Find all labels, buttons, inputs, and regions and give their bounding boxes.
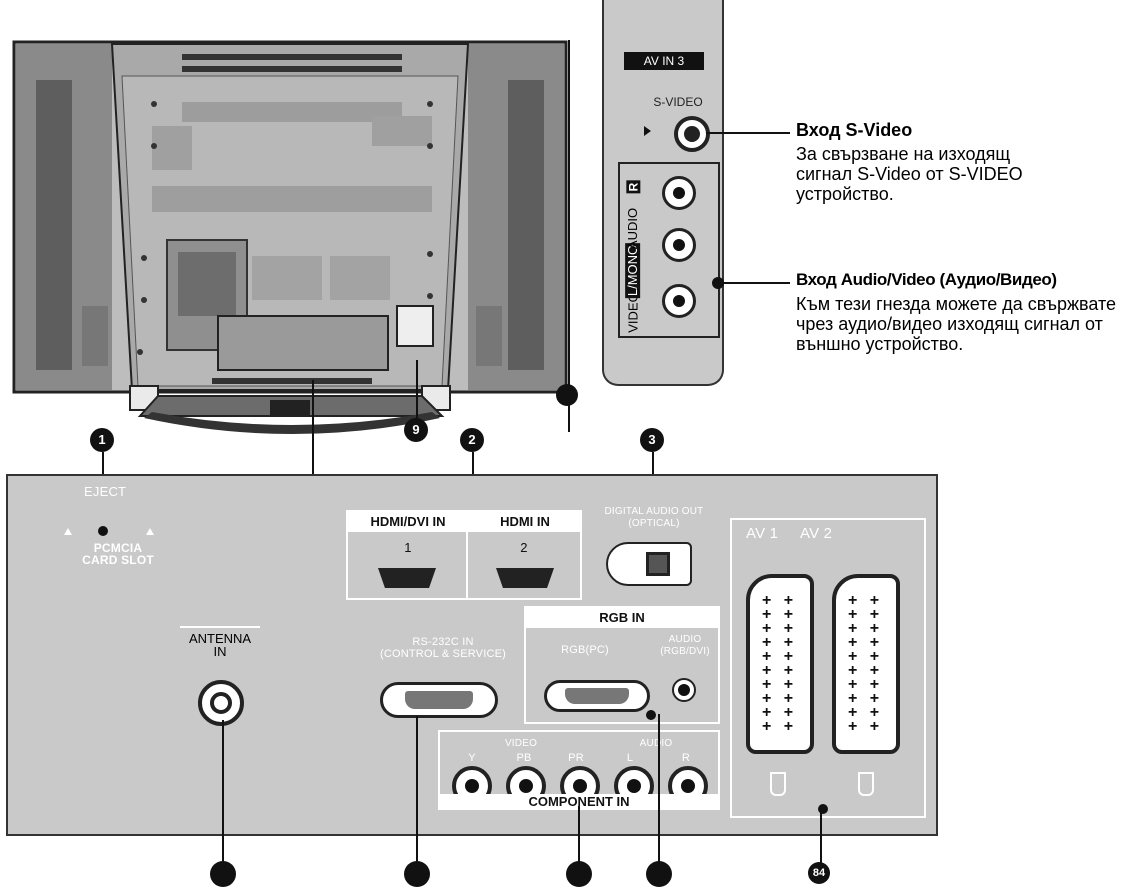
marker-2: 2 <box>460 428 484 452</box>
hdmi-2-number: 2 <box>520 540 528 555</box>
eject-label: EJECT <box>84 484 127 499</box>
antenna-in-label: ANTENNA IN <box>188 631 252 659</box>
rear-connector-panel: EJECT PCMCIA CARD SLOT HDMI/DVI IN HDMI … <box>6 474 938 836</box>
hdmi-block: HDMI/DVI IN HDMI IN 1 2 <box>346 510 582 600</box>
component-video-label: VIDEO <box>504 738 538 749</box>
audio-l-mono-jack-icon[interactable] <box>662 228 696 262</box>
tv-to-rear-line <box>312 380 314 476</box>
pr-label: PR <box>568 752 584 764</box>
pcmcia-left-arrow-icon <box>64 528 72 535</box>
pb-label: PB <box>516 752 532 764</box>
component-in-bar: COMPONENT IN <box>438 794 720 810</box>
av1-plug-icon <box>770 772 786 796</box>
antenna-jack-icon[interactable] <box>198 680 244 726</box>
s-video-callout-text: За свързване на изходящ сигнал S-Video о… <box>796 144 1023 204</box>
antenna-pointer-line <box>222 720 224 868</box>
marker-3: 3 <box>640 428 664 452</box>
scart-pointer-line <box>820 810 822 866</box>
tv-back-drawing <box>12 40 568 434</box>
component-audio-label: AUDIO <box>639 738 673 749</box>
s-video-callout-title: Вход S-Video <box>796 120 913 140</box>
s-video-callout-line <box>706 132 790 134</box>
hdmi-in-label: HDMI IN <box>500 514 550 529</box>
scart-av1-port-icon[interactable]: + ++ ++ ++ ++ ++ ++ ++ ++ ++ + <box>746 574 814 754</box>
audio-rgb-dvi-label: AUDIO (RGB/DVI) <box>660 634 710 657</box>
rgb-pc-port-icon[interactable] <box>544 680 650 712</box>
av-vertical-labels: VIDEO L/MONO AUDIO R <box>622 166 644 334</box>
digital-audio-out-label: DIGITAL AUDIO OUT (OPTICAL) <box>604 506 704 529</box>
pcmcia-right-arrow-icon <box>146 528 154 535</box>
rs232c-label: RS-232C IN (CONTROL & SERVICE) <box>379 636 507 660</box>
rgb-pc-label: RGB(PC) <box>561 644 609 656</box>
optical-port-housing <box>606 542 692 586</box>
l-mono-vertical-label: L/MONO <box>625 242 641 299</box>
rgb-audio-pointer-line <box>658 714 660 868</box>
optical-port-icon[interactable] <box>646 552 670 576</box>
pcmcia-label: PCMCIA CARD SLOT <box>82 541 154 567</box>
av-in-3-label: AV IN 3 <box>624 52 704 70</box>
r-vertical-label: R <box>625 180 640 193</box>
video-vertical-label: VIDEO <box>625 292 641 334</box>
av-jacks-frame <box>618 162 720 338</box>
bottom-dot-component <box>566 861 592 887</box>
bottom-dot-antenna <box>210 861 236 887</box>
marker-9-line <box>416 360 418 418</box>
tv-back-illustration <box>12 40 568 440</box>
marker-1: 1 <box>90 428 114 452</box>
component-in-label: COMPONENT IN <box>528 794 630 809</box>
l-label: L <box>626 752 634 764</box>
r-label: R <box>681 752 691 764</box>
video-jack-icon[interactable] <box>662 284 696 318</box>
audio-vertical-label: AUDIO <box>625 207 641 249</box>
pcmcia-pointer-dot <box>98 526 108 536</box>
scart-block: AV 1 AV 2 + ++ ++ ++ ++ ++ ++ ++ ++ ++ +… <box>730 518 926 818</box>
hdmi-dvi-in-label: HDMI/DVI IN <box>370 514 446 529</box>
side-panel-pointer-dot <box>556 384 578 406</box>
scart-av2-port-icon[interactable]: + ++ ++ ++ ++ ++ ++ ++ ++ ++ + <box>832 574 900 754</box>
bottom-dot-rs232c <box>404 861 430 887</box>
av-callout-text: Към тези гнезда можете да свържвате чрез… <box>796 294 1117 354</box>
rs232c-port-icon[interactable] <box>380 682 498 718</box>
av-callout-dot <box>712 277 724 289</box>
audio-r-jack-icon[interactable] <box>662 176 696 210</box>
av2-plug-icon <box>858 772 874 796</box>
av2-label: AV 2 <box>800 525 833 542</box>
s-video-arrow-icon <box>644 126 651 136</box>
rgb-in-block: RGB IN RGB(PC) AUDIO (RGB/DVI) <box>524 606 720 724</box>
av-callout-title: Вход Audio/Video (Аудио/Видео) <box>796 270 1057 289</box>
side-av-panel: AV IN 3 S-VIDEO VIDEO L/MONO AUDIO R <box>602 0 724 386</box>
av-callout-line <box>722 282 790 284</box>
hdmi-1-port-icon[interactable] <box>378 568 436 588</box>
component-pointer-line <box>578 806 580 868</box>
rs232c-pointer-line <box>416 716 418 868</box>
side-panel-connector <box>568 40 570 432</box>
hdmi-1-number: 1 <box>404 540 412 555</box>
page-number: 84 <box>808 862 830 884</box>
rgb-audio-pointer-dot <box>646 710 656 720</box>
hdmi-2-port-icon[interactable] <box>496 568 554 588</box>
antenna-label-box: ANTENNA IN <box>180 626 260 668</box>
s-video-jack-icon[interactable] <box>674 116 710 152</box>
audio-rgb-dvi-jack-icon[interactable] <box>672 678 696 702</box>
y-label: Y <box>468 752 476 764</box>
marker-9: 9 <box>404 418 428 442</box>
scart-pointer-dot <box>818 804 828 814</box>
av1-label: AV 1 <box>746 525 779 542</box>
bottom-dot-rgb-audio <box>646 861 672 887</box>
s-video-label: S-VIDEO <box>653 95 703 109</box>
rgb-in-label: RGB IN <box>599 610 645 625</box>
